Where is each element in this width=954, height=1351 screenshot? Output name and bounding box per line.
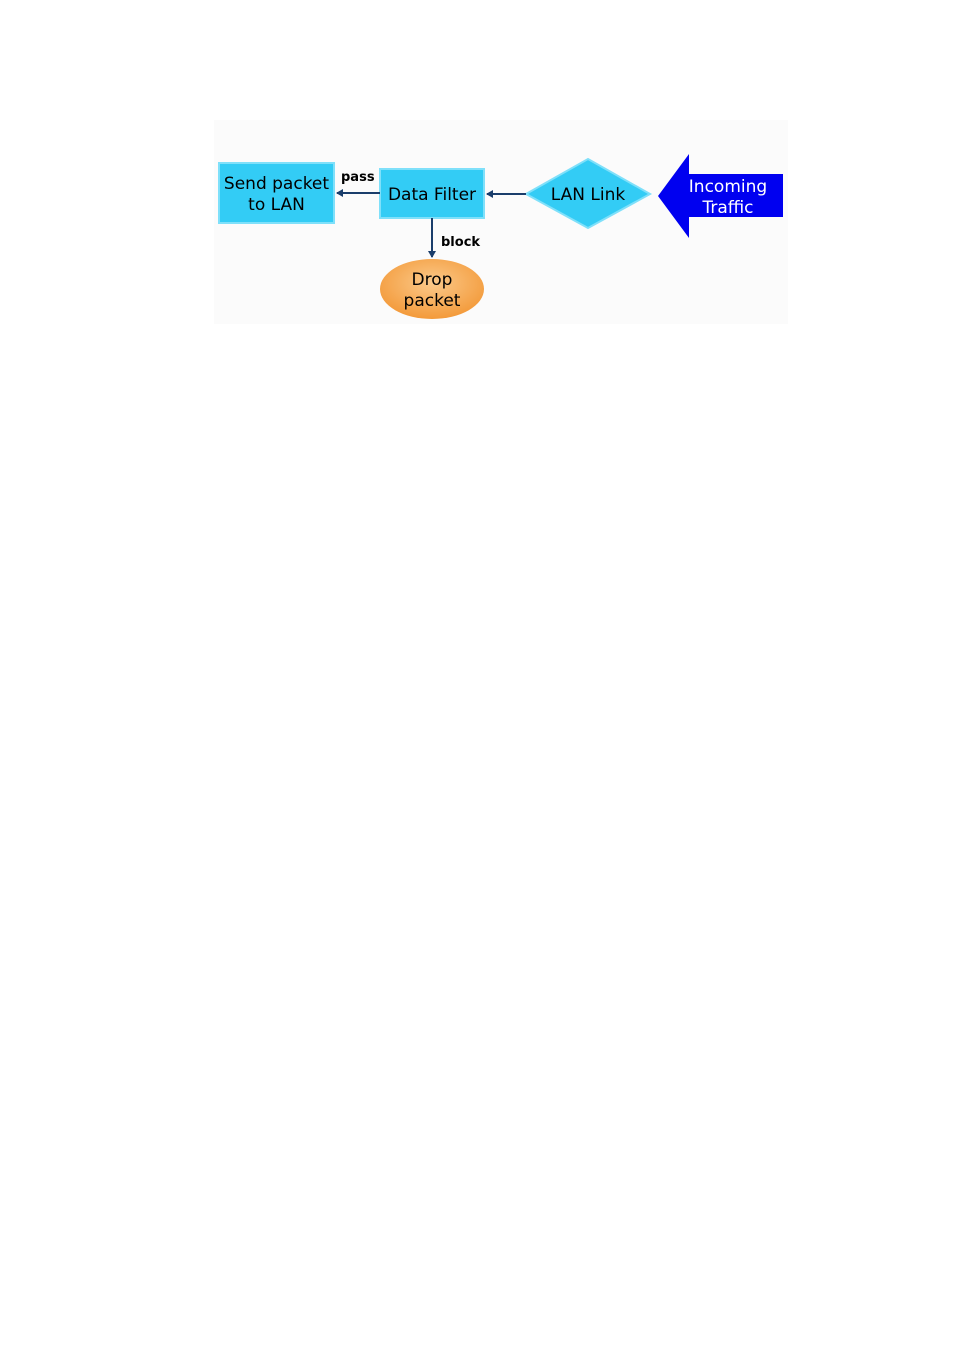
block-edge-label: block [441,235,480,250]
incoming-traffic-label-line1: Incoming [689,177,767,197]
data-filter-node: Data Filter [379,168,485,219]
lan-link-node: LAN Link [523,157,653,230]
drop-packet-ellipse [380,259,484,319]
incoming-traffic-label-line2: Traffic [701,198,753,218]
incoming-traffic-node: Incoming Traffic [658,154,783,238]
drop-packet-label-line2: packet [404,291,461,311]
incoming-traffic-arrow [658,154,783,238]
lan-link-label: LAN Link [551,185,626,205]
drop-packet-label-line1: Drop [412,270,453,290]
send-packet-label-line2: to LAN [248,195,305,215]
pass-edge-label: pass [341,170,375,185]
data-filter-label: Data Filter [388,185,476,205]
send-packet-label-line1: Send packet [224,174,329,194]
send-packet-node: Send packet to LAN [218,162,335,224]
drop-packet-node: Drop packet [380,259,484,319]
lan-link-diamond [523,157,653,230]
send-packet-box [218,162,335,224]
data-filter-box [379,168,485,219]
